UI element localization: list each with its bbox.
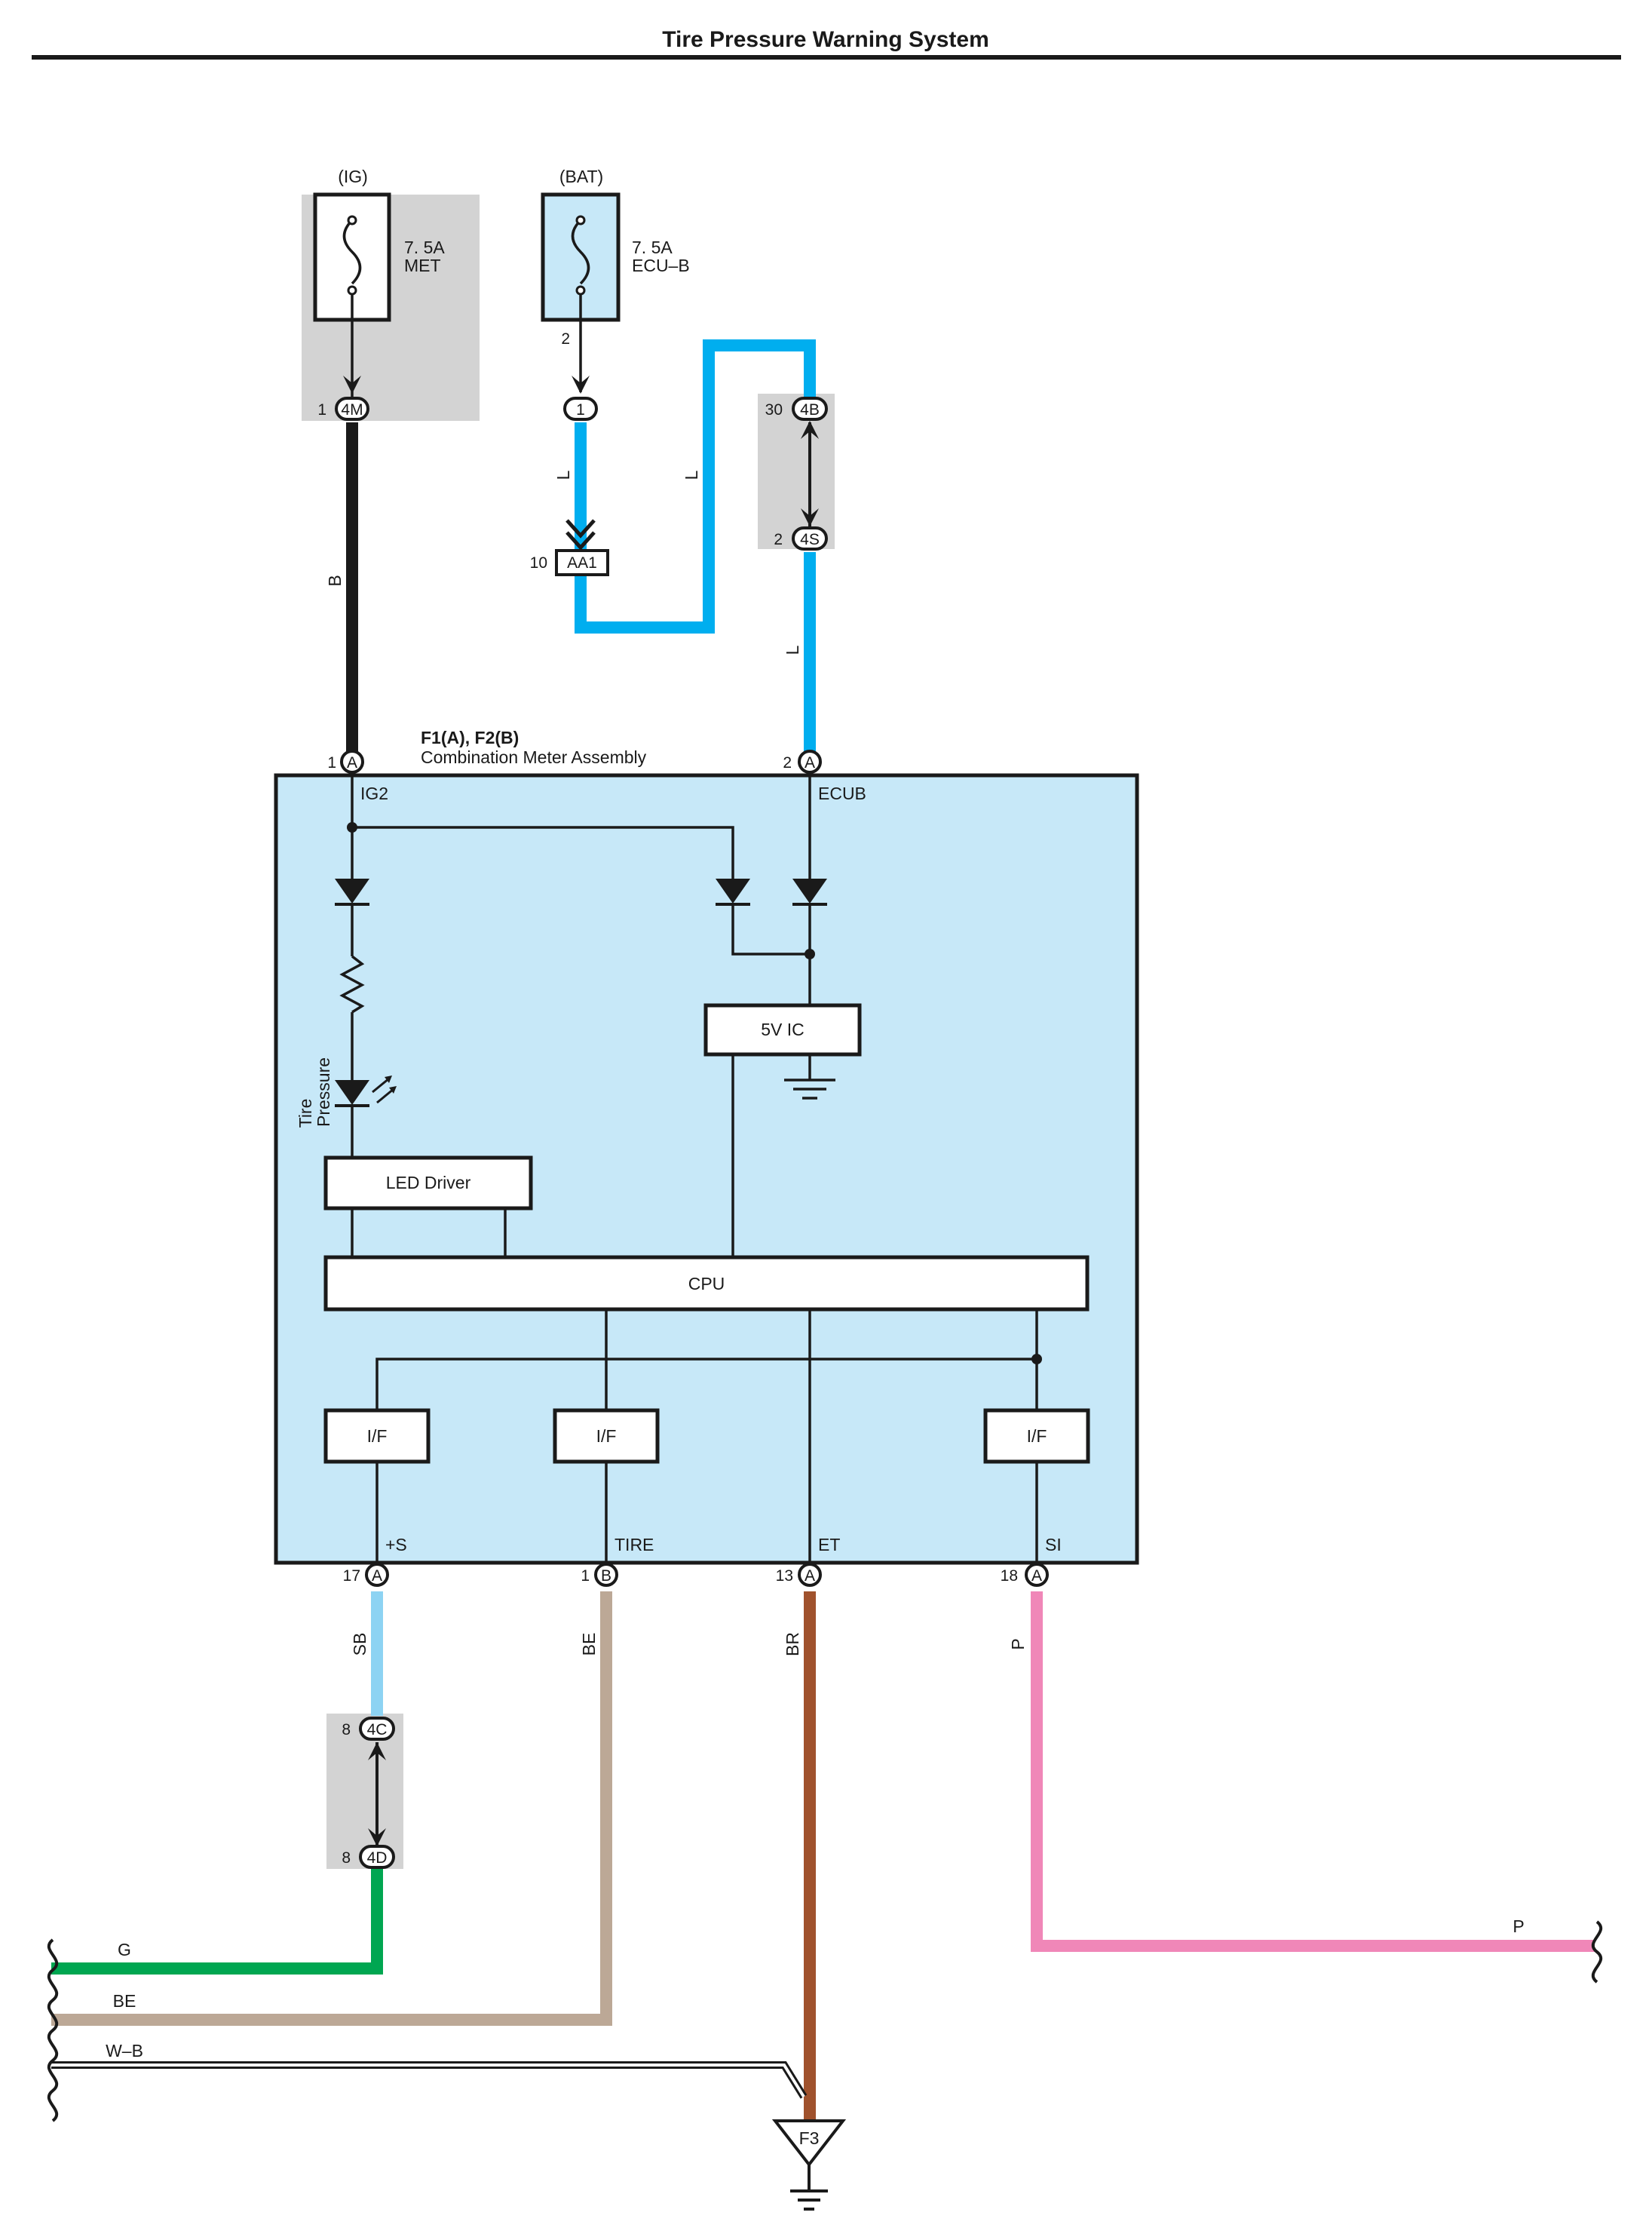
wire-be-out-label: BE [113,1991,136,2011]
wire-g [51,1857,383,1975]
bat-source-label: (BAT) [559,167,603,186]
ground-f3-label: F3 [799,2128,820,2148]
terminal-s-connector: A [372,1567,382,1585]
wire-sb-label: SB [350,1633,369,1656]
cpu-label: CPU [688,1274,725,1293]
connector-4c: 4C [367,1721,388,1738]
if-block-1 [323,1408,431,1464]
connector-4b-pin: 30 [765,401,783,419]
wire-g-label: G [118,1940,131,1959]
terminal-ecub-pin: 2 [783,754,792,772]
terminal-si-pin: 18 [1001,1567,1018,1585]
if-block-2 [553,1408,660,1464]
connector-4b: 4B [800,401,820,419]
terminal-et-label: ET [818,1535,840,1554]
ig-source-label: (IG) [338,167,368,186]
cpu-block [323,1255,1090,1312]
wire-l-aa1-loop [575,339,816,634]
terminal-tire-connector: B [601,1567,611,1585]
terminal-ecub-connector: A [805,754,815,772]
if-block-3 [983,1408,1090,1464]
connector-4d-pin: 8 [342,1849,351,1867]
connector-aa1-pin: 10 [530,554,547,572]
wire-p [1031,1591,1595,1952]
if-block-3-label: I/F [1027,1426,1047,1446]
met-fuse-icon [342,219,362,285]
connector-4s: 4S [800,531,820,548]
tire-pressure-lamp-label-1: Tire [296,1099,315,1128]
connector-1: 1 [576,401,585,419]
wire-br-label: BR [783,1632,802,1656]
wire-b-label: B [325,575,345,586]
wire-wb-label: W–B [106,2041,143,2060]
terminal-ig2-pin: 1 [327,754,336,772]
ecub-fuse-pin: 2 [561,330,570,348]
ecub-fuse-name: ECU–B [632,256,690,275]
terminal-ig2-connector: A [347,754,357,772]
connector-4s-pin: 2 [774,531,783,548]
connector-aa1: AA1 [567,554,597,572]
met-fuse-name: MET [404,256,441,275]
terminal-et-pin: 13 [776,1567,793,1585]
terminal-si-label: SI [1045,1535,1062,1554]
wire-p-out-label: P [1513,1916,1524,1936]
led-driver-block [323,1155,533,1211]
if-block-1-label: I/F [367,1426,388,1446]
junction-4c-4d-block [326,1714,403,1869]
ic-5v-block [703,1003,862,1057]
wire-wb [51,2061,808,2099]
tire-pressure-lamp-label-2: Pressure [314,1057,333,1127]
terminal-et-connector: A [805,1567,815,1585]
terminal-si-connector: A [1031,1567,1042,1585]
led-driver-label: LED Driver [386,1173,471,1192]
wire-l2-label: L [682,470,701,480]
ground-f3-icon [771,2119,847,2211]
met-fuse-rating: 7. 5A [404,238,445,257]
wire-l1-label: L [553,470,573,480]
page-title: Tire Pressure Warning System [662,27,989,52]
connector-4c-pin: 8 [342,1721,351,1738]
junction-4b-4s-block [758,394,835,549]
wire-be [51,1591,612,2026]
diode-ig2-5v [716,879,750,906]
ecub-fuse-icon [571,219,590,285]
terminal-ecub-label: ECUB [818,784,866,803]
connector-4d: 4D [367,1849,388,1867]
wire-l3-label: L [783,645,802,655]
wire-break-right [1591,1920,1603,1984]
terminal-s-pin: 17 [343,1567,360,1585]
assembly-name: Combination Meter Assembly [421,747,647,767]
terminal-s-label: +S [385,1535,407,1554]
tire-pressure-led-icon [335,1076,397,1107]
diode-ecub [792,879,827,906]
assembly-id: F1(A), F2(B) [421,728,519,747]
wire-p-label: P [1008,1638,1028,1649]
if-block-2-label: I/F [596,1426,617,1446]
wire-be-label: BE [579,1633,599,1656]
diode-ig2 [335,879,369,906]
terminal-ig2-label: IG2 [360,784,388,803]
connector-4m: 4M [341,401,363,419]
terminal-tire-label: TIRE [615,1535,654,1554]
internal-circuit [339,772,1038,1580]
ecub-fuse-rating: 7. 5A [632,238,673,257]
wire-break-left [47,1938,59,2122]
ic-5v-label: 5V IC [761,1020,805,1039]
terminal-tire-pin: 1 [581,1567,590,1585]
connector-4m-pin: 1 [317,401,326,419]
